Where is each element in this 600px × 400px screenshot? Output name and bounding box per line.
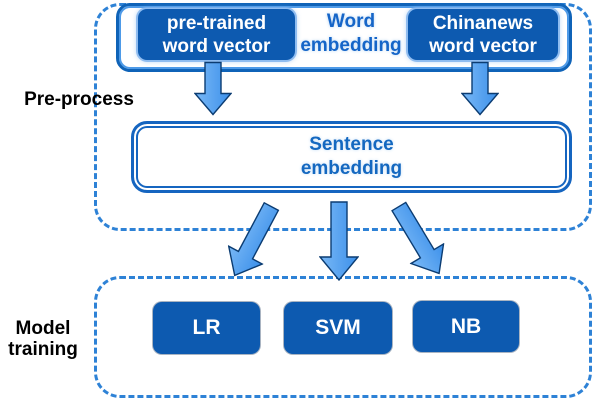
node-model-nb: NB [413,301,519,352]
node-model-svm: SVM [284,302,392,354]
chinanews-line1: Chinanews [432,12,534,34]
model-training-line2: training [8,339,78,360]
down-left-arrow-icon [216,195,290,286]
word-embedding-line1: Word [326,11,376,32]
down-arrow-icon [319,201,359,281]
model-training-line1: Model [15,318,71,339]
model-lr-label: LR [192,316,221,339]
down-arrow-icon [461,61,499,116]
preprocess-label-text: Pre-process [24,89,134,110]
chinanews-line2: word vector [429,35,537,57]
down-right-arrow-icon [381,195,456,284]
word-embedding-line2: embedding [300,35,402,56]
preprocess-group-label: Pre-process [24,89,134,110]
pretrained-line2: word vector [162,35,271,57]
model-svm-label: SVM [315,316,361,339]
sentence-line2: embedding [300,158,403,179]
model-training-group-box [94,276,592,398]
sentence-line1: Sentence [309,134,394,155]
model-nb-label: NB [450,314,482,338]
node-model-lr: LR [153,302,260,354]
pretrained-line1: pre-trained [166,12,267,34]
word-embedding-label: Word embedding [295,10,407,58]
node-sentence-embedding: Sentence embedding [131,121,572,193]
sentence-embedding-label: Sentence embedding [301,133,402,181]
down-arrow-icon [194,61,232,116]
